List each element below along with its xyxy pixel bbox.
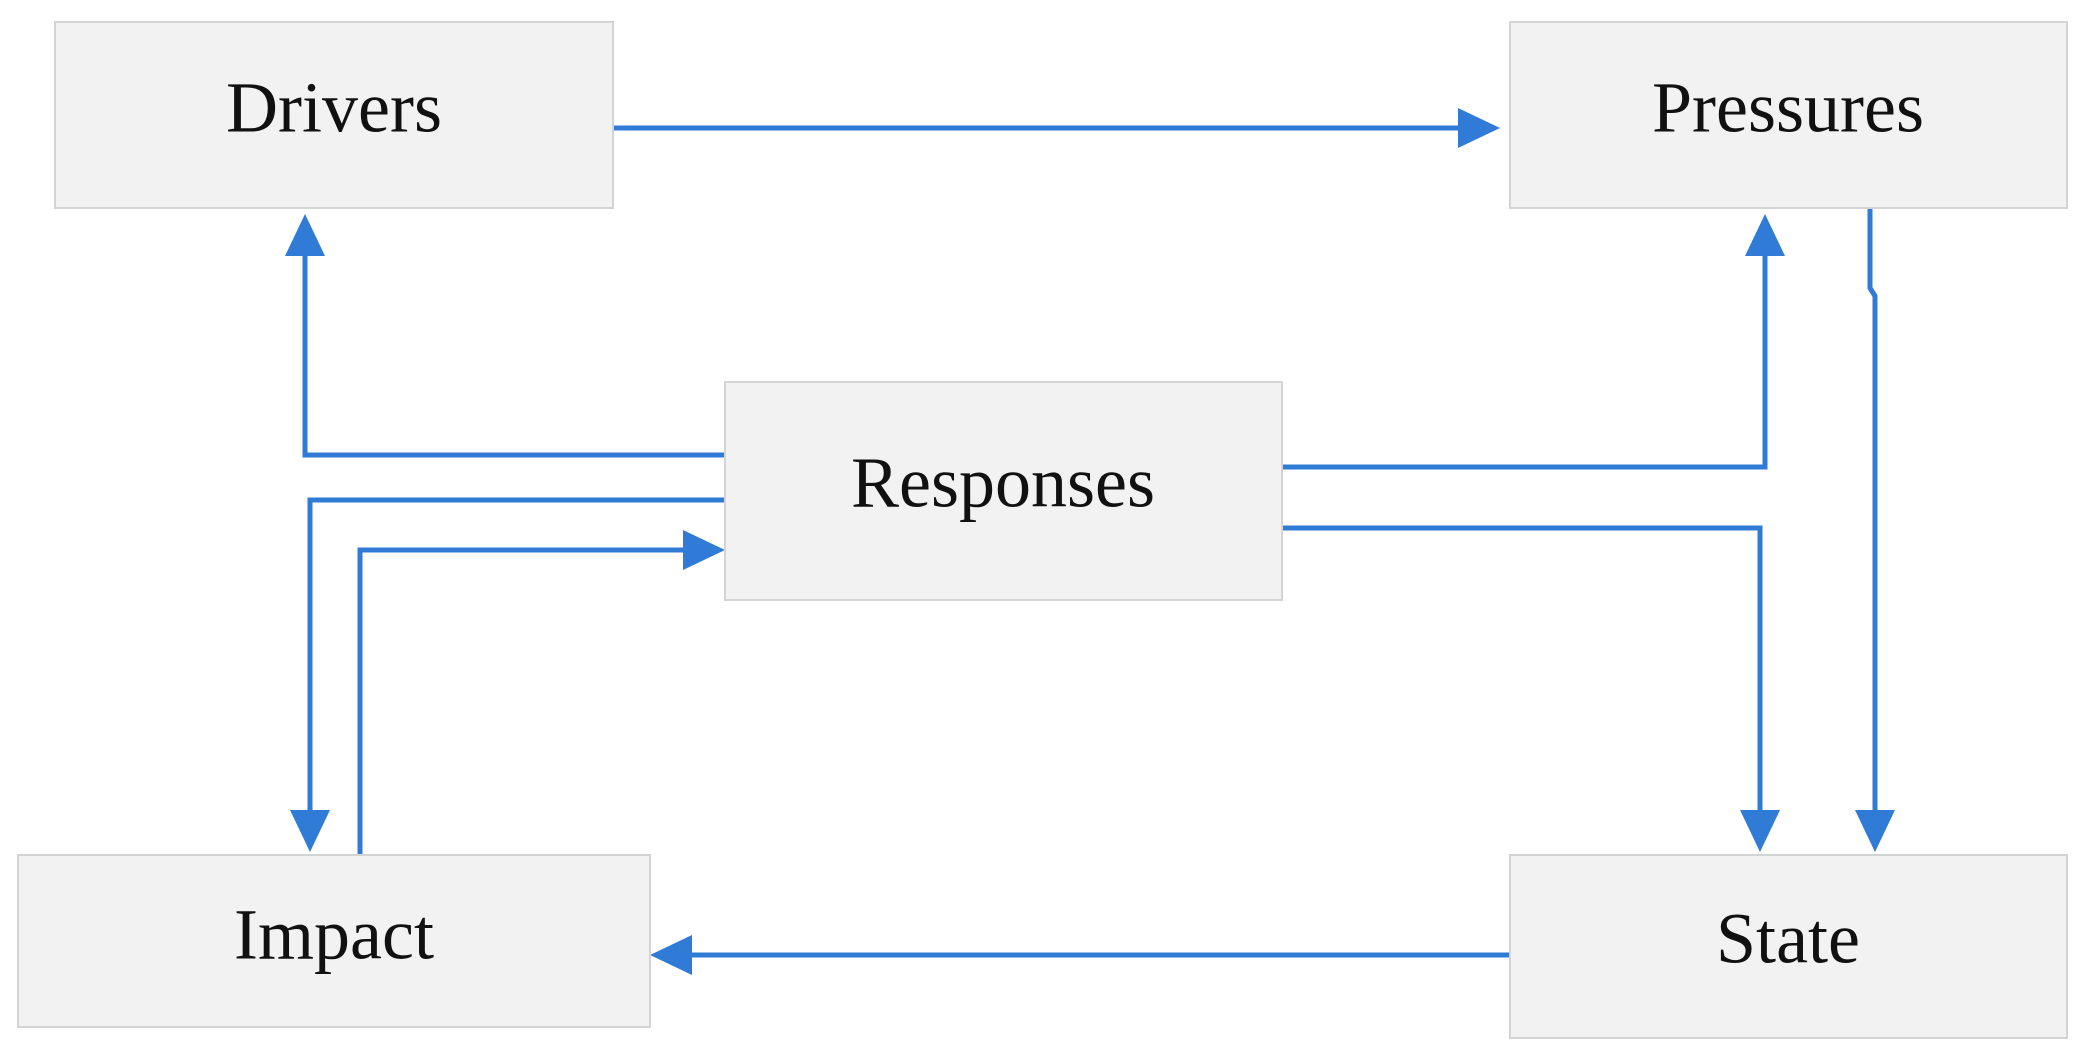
arrowhead-right-icon bbox=[1458, 108, 1500, 148]
node-pressures: Pressures bbox=[1509, 21, 2068, 209]
node-responses-label: Responses bbox=[851, 443, 1155, 523]
node-impact: Impact bbox=[17, 854, 651, 1028]
edge-state-to-impact bbox=[650, 935, 1512, 975]
nodes: Drivers Pressures Responses Impact State bbox=[17, 21, 2068, 1039]
arrowhead-down-icon bbox=[1740, 810, 1780, 852]
edge-responses-to-pressures bbox=[1282, 214, 1785, 470]
edge-responses-to-impact bbox=[290, 497, 725, 852]
node-impact-label: Impact bbox=[234, 895, 434, 975]
arrowhead-down-icon bbox=[1855, 810, 1895, 852]
edge-drivers-to-pressures bbox=[608, 108, 1500, 148]
arrowhead-left-icon bbox=[650, 935, 692, 975]
edges bbox=[285, 108, 1895, 975]
node-drivers: Drivers bbox=[54, 21, 614, 209]
edge-pressures-to-state bbox=[1855, 208, 1895, 852]
arrowhead-right-icon bbox=[683, 530, 725, 570]
edge-impact-to-responses bbox=[357, 530, 725, 855]
node-drivers-label: Drivers bbox=[226, 68, 442, 148]
edge-responses-to-state bbox=[1282, 525, 1780, 852]
arrowhead-down-icon bbox=[290, 810, 330, 852]
node-pressures-label: Pressures bbox=[1652, 68, 1924, 148]
arrowhead-up-icon bbox=[1745, 214, 1785, 256]
edge-responses-to-drivers bbox=[285, 214, 725, 458]
node-responses: Responses bbox=[724, 381, 1283, 601]
node-state-label: State bbox=[1716, 899, 1860, 979]
arrowhead-up-icon bbox=[285, 214, 325, 256]
node-state: State bbox=[1509, 854, 2068, 1039]
